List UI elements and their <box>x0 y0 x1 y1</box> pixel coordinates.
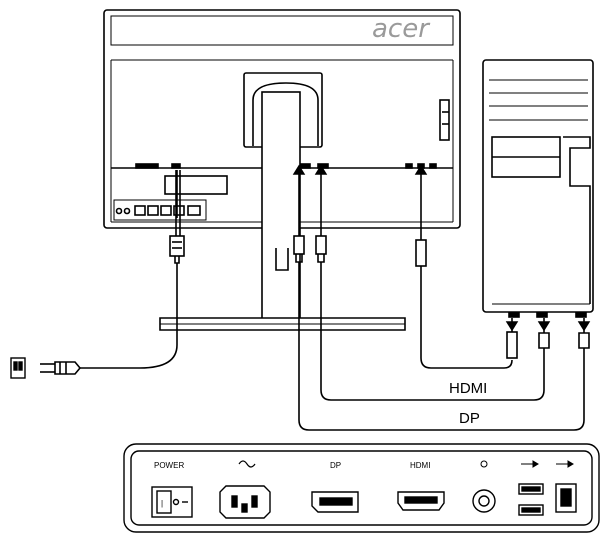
hdmi-cable-label: HDMI <box>449 380 487 397</box>
headphone-symbol-icon <box>480 460 488 468</box>
hdmi-cable <box>415 170 518 369</box>
power-cable <box>40 170 185 375</box>
power-switch-icon: | <box>151 486 193 518</box>
dp-arrows <box>292 164 591 332</box>
dp-cable-label: DP <box>459 410 480 427</box>
ac-inlet-icon <box>219 485 271 519</box>
hdmi-arrows <box>414 164 519 332</box>
hdmi-port-icon <box>397 491 445 511</box>
usb-a-icon <box>518 483 544 516</box>
usb-symbol-icon <box>521 460 574 468</box>
brand-logo: acer <box>372 14 431 44</box>
displayport-icon <box>311 491 359 513</box>
wall-outlet-icon <box>10 357 26 379</box>
second-cable-arrows <box>314 164 551 332</box>
second-video-cable <box>315 170 550 401</box>
port-label-power: POWER <box>154 461 184 470</box>
monitor-stand <box>159 91 406 331</box>
dp-cable <box>293 170 590 431</box>
ac-symbol-icon <box>238 460 256 468</box>
port-label-hdmi: HDMI <box>410 461 430 470</box>
port-label-dp: DP <box>330 461 341 470</box>
usb-b-icon <box>555 483 577 513</box>
audio-jack-icon <box>472 489 496 513</box>
svg-text:|: | <box>161 499 163 508</box>
pc-tower <box>482 59 594 318</box>
